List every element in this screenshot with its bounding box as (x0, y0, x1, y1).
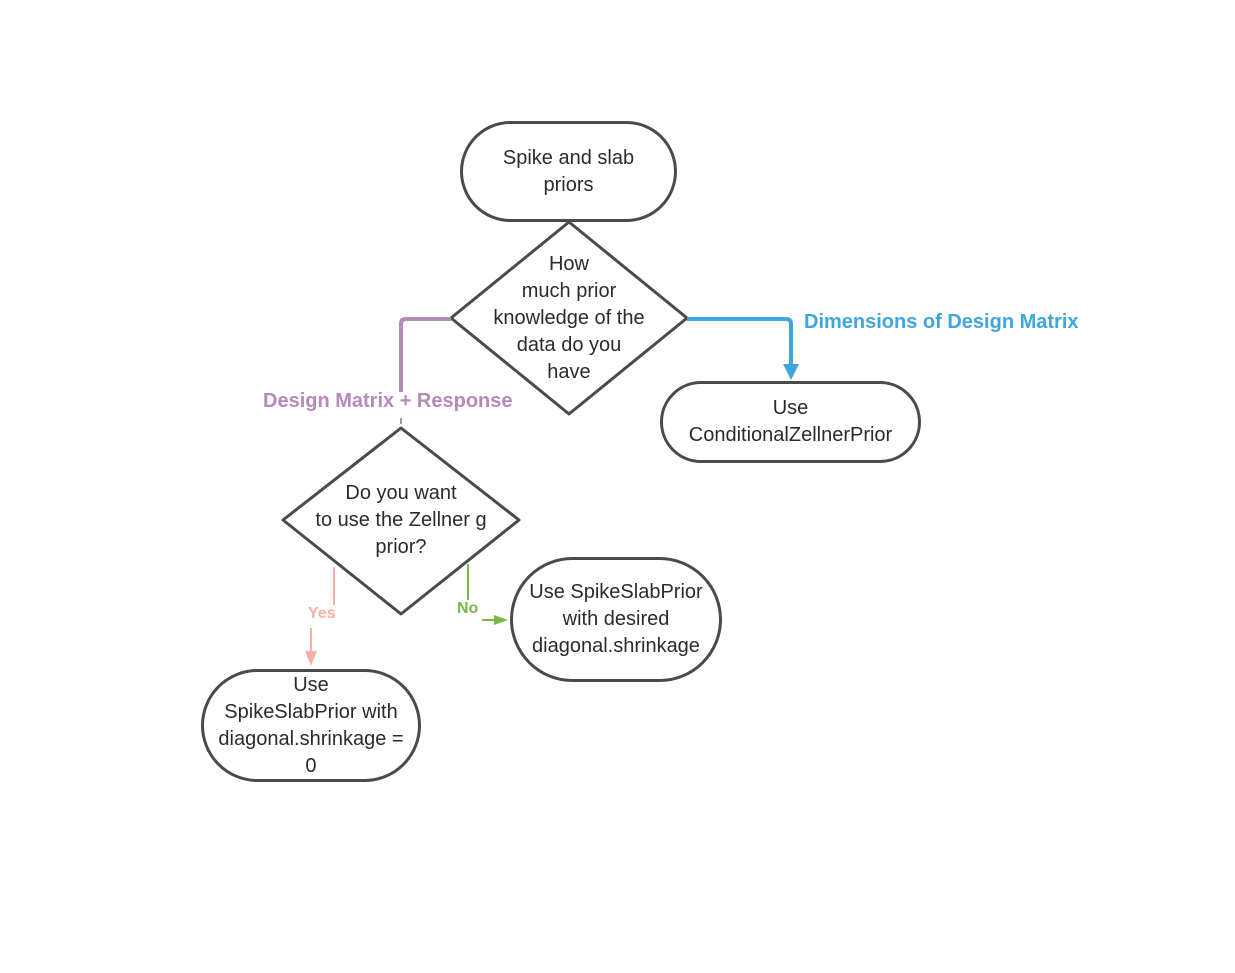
conditional-zellner-node: Use ConditionalZellnerPrior (660, 381, 921, 463)
spike-slab-zero-node: Use SpikeSlabPrior with diagonal.shrinka… (201, 669, 421, 782)
knowledge-decision-label: How much prior knowledge of the data do … (493, 252, 645, 383)
yes-arrowhead (305, 651, 317, 666)
spike-slab-desired-node: Use SpikeSlabPrior with desired diagonal… (510, 557, 722, 682)
design-response-edge-label: Design Matrix + Response (263, 390, 513, 412)
start-node: Spike and slab priors (460, 121, 677, 222)
zellner-decision-diamond (281, 426, 521, 616)
dimensions-connector (687, 317, 793, 366)
no-edge-label: No (457, 600, 479, 617)
design-response-connector (399, 317, 451, 392)
start-node-label: Spike and slab priors (502, 146, 635, 196)
zellner-decision-label: Do you want to use the Zellner g prior? (315, 481, 487, 558)
spike-slab-zero-label: Use SpikeSlabPrior with diagonal.shrinka… (218, 673, 404, 777)
dimensions-edge-label: Dimensions of Design Matrix (804, 311, 1079, 333)
knowledge-decision-diamond (449, 220, 689, 416)
dimensions-arrowhead (783, 364, 799, 380)
conditional-zellner-label: Use ConditionalZellnerPrior (688, 397, 893, 446)
no-arrowhead (494, 615, 508, 625)
yes-edge-label: Yes (308, 605, 336, 622)
spike-slab-desired-label: Use SpikeSlabPrior with desired diagonal… (529, 581, 703, 657)
